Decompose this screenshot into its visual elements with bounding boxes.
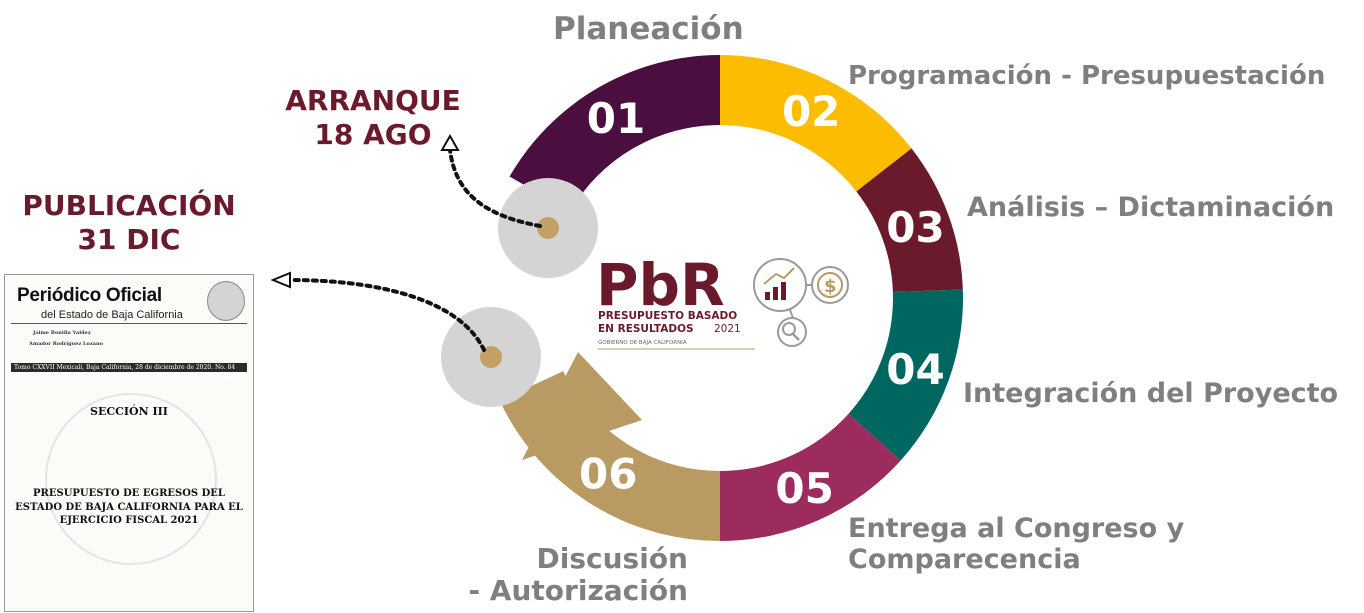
start-milestone-line1: ARRANQUE (285, 84, 461, 117)
state-seal-icon (207, 281, 245, 321)
gazette-secretary: Amador Rodríguez Lozano (29, 341, 103, 347)
gazette-header: Periódico Oficial del Estado de Baja Cal… (11, 279, 247, 324)
start-arrowhead-icon (440, 133, 460, 151)
stage-label-discusion: Discusión - Autorización (448, 542, 688, 608)
start-milestone: ARRANQUE 18 AGO (268, 84, 478, 151)
stage-label-entrega-line2: Comparecencia (848, 544, 1081, 576)
stage-label-analisis: Análisis – Dictaminación (967, 192, 1335, 223)
stage-label-discusion-line1: Discusión (536, 542, 688, 575)
gazette-document: Periódico Oficial del Estado de Baja Cal… (4, 274, 254, 612)
pbr-subtitle: GOBIERNO DE BAJA CALIFORNIA (598, 340, 687, 346)
national-seal-watermark (45, 393, 217, 565)
gazette-body: PRESUPUESTO DE EGRESOS DEL ESTADO DE BAJ… (15, 488, 243, 526)
publication-milestone-line1: PUBLICACIÓN (22, 189, 236, 222)
chart-icon-bar (773, 287, 778, 300)
publication-milestone: PUBLICACIÓN 31 DIC (4, 189, 254, 256)
pbr-line2: EN RESULTADOS (598, 323, 694, 335)
publication-arrowhead-icon (270, 271, 291, 289)
start-dashed-arrow (448, 148, 542, 228)
publication-node-dot (480, 346, 502, 368)
magnifier-lens (782, 322, 796, 336)
chart-icon-bar (765, 292, 770, 300)
gazette-governor: Jaime Bonilla Valdez (33, 330, 91, 336)
stage-number-01: 01 (587, 94, 645, 143)
stage-label-programacion: Programación - Presupuestación (848, 61, 1326, 91)
magnifier-icon (777, 317, 807, 347)
pbr-logo: PbR PRESUPUESTO BASADO EN RESULTADOS 202… (596, 251, 849, 350)
pbr-acronym: PbR (596, 251, 725, 319)
gazette-issue: Tomo CXXVII Mexicali, Baja California, 2… (14, 364, 236, 371)
publication-dashed-arrow (288, 278, 486, 352)
stage-label-planeacion: Planeación (553, 11, 744, 47)
chart-icon-trend (763, 267, 795, 285)
stage-label-entrega: Entrega al Congreso y Comparecencia (848, 513, 1184, 575)
stage-label-discusion-line2: - Autorización (468, 574, 688, 608)
magnifier-handle (792, 333, 800, 341)
pbr-year: 2021 (714, 323, 741, 335)
stage-segment-05 (720, 413, 901, 541)
start-milestone-line2: 18 AGO (314, 117, 432, 151)
stage-number-06: 06 (579, 449, 637, 498)
gazette-subtitle: del Estado de Baja California (41, 309, 183, 321)
stage-label-entrega-line1: Entrega al Congreso y (848, 513, 1185, 544)
dollar-icon-inner (817, 272, 843, 298)
stage-number-02: 02 (782, 87, 840, 136)
pbr-line1: PRESUPUESTO BASADO (598, 310, 737, 322)
start-node-dot (537, 217, 559, 239)
icon-connector (789, 309, 794, 319)
stage-number-05: 05 (775, 464, 833, 513)
gazette-credits: Jaime Bonilla Valdez Amador Rodríguez Lo… (11, 327, 247, 357)
gazette-issue-bar: Tomo CXXVII Mexicali, Baja California, 2… (11, 363, 247, 380)
gazette-section: SECCIÓN III (90, 405, 168, 418)
stage-label-integracion: Integración del Proyecto (963, 378, 1339, 409)
gazette-index: Índice (225, 373, 244, 380)
growth-chart-icon (753, 258, 807, 312)
stage-segment-02 (720, 55, 912, 192)
cycle-arrow-head (522, 352, 642, 460)
cycle-ring: 01 02 03 04 05 06 (499, 55, 963, 541)
chart-icon-bar (781, 282, 786, 300)
stage-segment-01 (509, 55, 720, 212)
dollar-icon-glyph: $ (824, 276, 837, 297)
publication-milestone-line2: 31 DIC (77, 222, 181, 256)
stage-number-04: 04 (886, 345, 944, 394)
stage-segment-03 (856, 148, 963, 292)
gazette-title: Periódico Oficial (17, 285, 162, 306)
stage-segment-04 (848, 289, 963, 461)
stage-number-03: 03 (886, 203, 944, 252)
